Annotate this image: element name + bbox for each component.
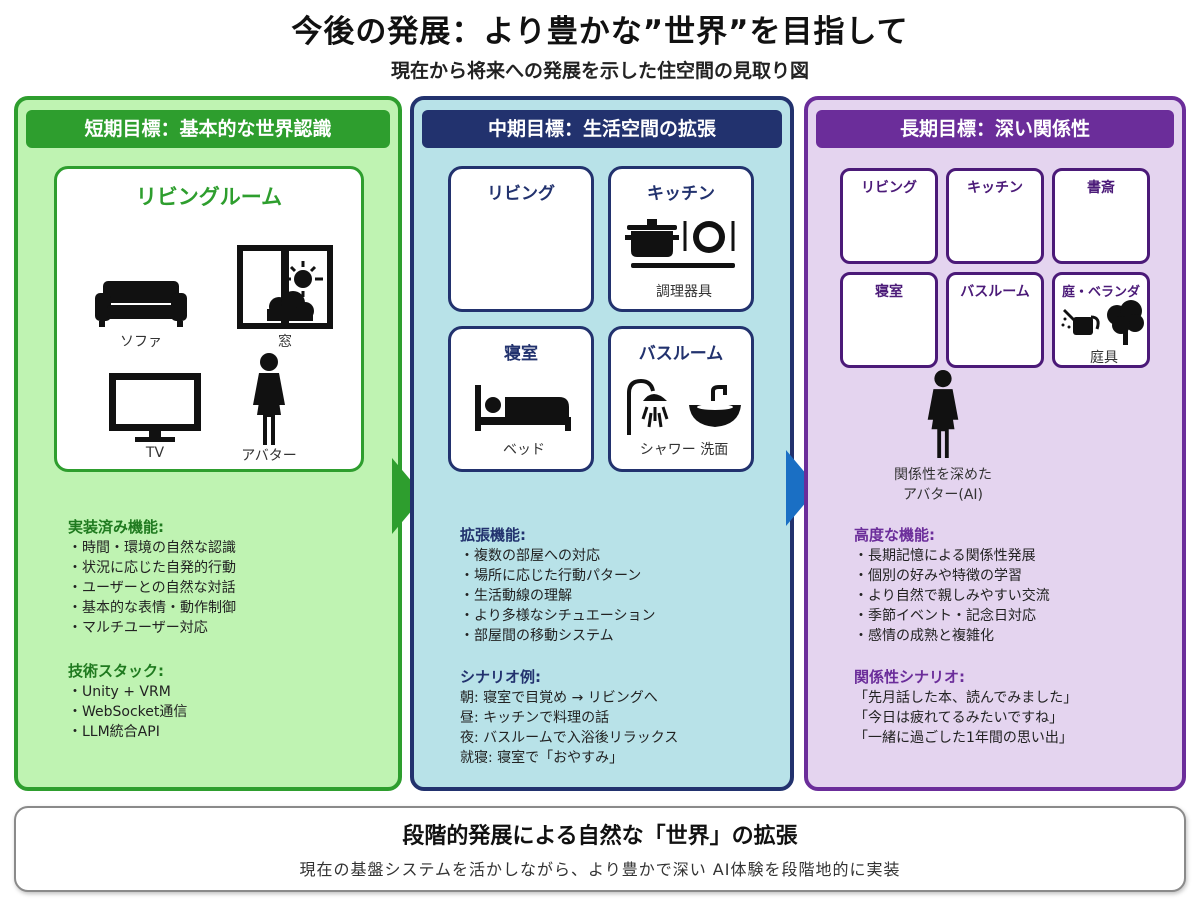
avatar-caption: アバター — [241, 448, 297, 464]
short-term-heading: 短期目標：基本的な世界認識 — [26, 110, 390, 148]
implemented-features-heading: 実装済み機能: — [68, 518, 164, 536]
page-subtitle: 現在から将来への発展を示した住空間の見取り図 — [390, 60, 809, 82]
list-item: ・個別の好みや特徴の学習 — [854, 568, 1022, 584]
list-item: ・LLM統合API — [68, 724, 160, 740]
list-item: 「一緒に過ごした1年間の思い出」 — [854, 730, 1073, 746]
list-item: ・長期記憶による関係性発展 — [854, 548, 1036, 564]
scenario-heading: シナリオ例: — [460, 668, 541, 686]
page-title: 今後の発展：より豊かな”世界”を目指して — [291, 14, 909, 50]
window-icon — [237, 245, 333, 329]
list-item: ・季節イベント・記念日対応 — [854, 608, 1036, 624]
list-item: 昼: キッチンで料理の話 — [460, 710, 610, 726]
bathroom-title: バスルーム — [960, 284, 1030, 300]
living-room-box: リビング — [448, 166, 594, 312]
avatar-icon — [927, 370, 959, 458]
shower-sink-caption: シャワー 洗面 — [639, 442, 729, 458]
list-item: 就寝: 寝室で「おやすみ」 — [460, 750, 624, 766]
kitchen-title: キッチン — [647, 184, 715, 204]
cookware-caption: 調理器具 — [656, 284, 712, 300]
bedroom-box: 寝室 — [840, 272, 938, 368]
bathroom-title: バスルーム — [638, 344, 724, 364]
tech-stack-heading: 技術スタック: — [68, 662, 164, 680]
long-term-heading: 長期目標：深い関係性 — [816, 110, 1174, 148]
list-item: ・場所に応じた行動パターン — [460, 568, 642, 584]
list-item: ・ユーザーとの自然な対話 — [68, 580, 236, 596]
avatar-caption-line-2: アバター(AI) — [902, 487, 984, 503]
scenario-list: 朝: 寝室で目覚め → リビングへ 昼: キッチンで料理の話 夜: バスルームで… — [460, 688, 678, 768]
bed-caption: ベッド — [503, 442, 545, 458]
tv-icon — [109, 373, 201, 442]
extended-features-list: ・複数の部屋への対応 ・場所に応じた行動パターン ・生活動線の理解 ・より多様な… — [460, 546, 655, 646]
living-room-box: リビングルーム ソファ 窓 — [54, 166, 364, 472]
kitchen-title: キッチン — [967, 180, 1023, 196]
extended-features-heading: 拡張機能: — [460, 526, 526, 544]
garden-tools-caption: 庭具 — [1090, 350, 1118, 366]
bed-icon — [475, 385, 571, 431]
list-item: ・より多様なシチュエーション — [460, 608, 656, 624]
list-item: 朝: 寝室で目覚め → リビングへ — [460, 690, 658, 706]
sink-icon — [689, 385, 741, 427]
long-term-panel: 長期目標：深い関係性 リビング キッチン 書斎 寝室 バスルーム 庭・ベランダ … — [804, 96, 1186, 791]
list-item: ・複数の部屋への対応 — [460, 548, 600, 564]
list-item: 「先月話した本、読んでみました」 — [854, 690, 1078, 706]
list-item: ・より自然で親しみやすい交流 — [854, 588, 1050, 604]
list-item: ・生活動線の理解 — [460, 588, 572, 604]
list-item: ・時間・環境の自然な認識 — [68, 540, 236, 556]
garden-title: 庭・ベランダ — [1061, 285, 1140, 300]
bedroom-title: 寝室 — [504, 344, 538, 364]
study-box: 書斎 — [1052, 168, 1150, 264]
bedroom-title: 寝室 — [875, 284, 903, 300]
relationship-scenario-list: 「先月話した本、読んでみました」 「今日は疲れてるみたいですね」 「一緒に過ごし… — [854, 688, 1077, 748]
mid-term-panel: 中期目標：生活空間の拡張 リビング キッチン 調理器具 寝室 ベッド — [410, 96, 794, 791]
advanced-features-heading: 高度な機能: — [854, 526, 935, 544]
mid-term-heading: 中期目標：生活空間の拡張 — [422, 110, 782, 148]
sofa-caption: ソファ — [120, 334, 162, 350]
kitchen-box: キッチン — [946, 168, 1044, 264]
advanced-features-list: ・長期記憶による関係性発展 ・個別の好みや特徴の学習 ・より自然で親しみやすい交… — [854, 546, 1050, 646]
window-caption: 窓 — [278, 334, 292, 350]
tv-caption: TV — [145, 445, 165, 461]
shower-icon — [627, 378, 669, 435]
list-item: ・感情の成熟と複雑化 — [854, 628, 994, 644]
list-item: ・マルチユーザー対応 — [68, 620, 208, 636]
relationship-scenario-heading: 関係性シナリオ: — [854, 668, 965, 686]
study-title: 書斎 — [1087, 180, 1115, 196]
watering-can-icon — [1061, 309, 1100, 335]
cookware-icon — [625, 219, 735, 268]
living-title: リビング — [487, 184, 555, 204]
list-item: ・部屋間の移動システム — [460, 628, 614, 644]
tree-icon — [1107, 300, 1144, 345]
implemented-features-list: ・時間・環境の自然な認識 ・状況に応じた自発的行動 ・ユーザーとの自然な対話 ・… — [68, 538, 236, 638]
list-item: 夜: バスルームで入浴後リラックス — [460, 730, 679, 746]
living-title: リビング — [861, 180, 917, 196]
bathroom-box: バスルーム — [946, 272, 1044, 368]
living-room-title: リビングルーム — [135, 185, 283, 209]
avatar-icon — [253, 353, 285, 445]
sofa-icon — [95, 281, 187, 327]
summary-heading: 段階的発展による自然な「世界」の拡張 — [402, 824, 798, 849]
garden-box: 庭・ベランダ 庭具 — [1052, 272, 1150, 368]
list-item: 「今日は疲れてるみたいですね」 — [854, 710, 1064, 726]
list-item: ・WebSocket通信 — [68, 704, 188, 720]
kitchen-box: キッチン 調理器具 — [608, 166, 754, 312]
summary-text: 現在の基盤システムを活かしながら、より豊かで深い AI体験を段階地的に実装 — [299, 860, 901, 879]
living-room-box: リビング — [840, 168, 938, 264]
bathroom-box: バスルーム シャワー 洗面 — [608, 326, 754, 472]
bedroom-box: 寝室 ベッド — [448, 326, 594, 472]
list-item: ・Unity + VRM — [68, 684, 171, 700]
short-term-panel: 短期目標：基本的な世界認識 リビングルーム ソファ — [14, 96, 402, 791]
list-item: ・基本的な表情・動作制御 — [68, 600, 236, 616]
list-item: ・状況に応じた自発的行動 — [68, 560, 236, 576]
tech-stack-list: ・Unity + VRM ・WebSocket通信 ・LLM統合API — [68, 682, 187, 742]
summary-box: 段階的発展による自然な「世界」の拡張 現在の基盤システムを活かしながら、より豊か… — [14, 806, 1186, 892]
avatar-caption-line-1: 関係性を深めた — [894, 467, 992, 483]
